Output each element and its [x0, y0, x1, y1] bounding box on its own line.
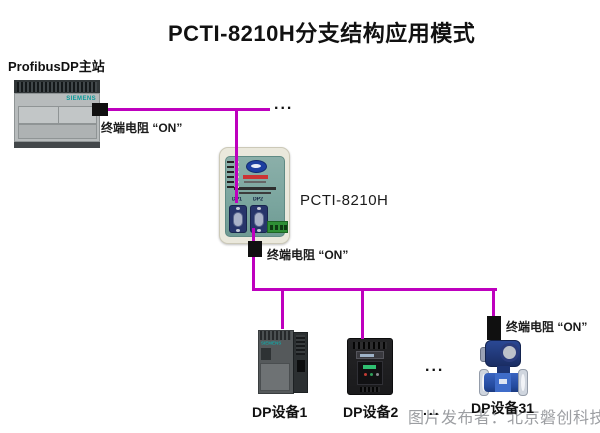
bus-drop-device2	[361, 291, 364, 339]
device31-image	[477, 338, 529, 396]
meter-terminator-label: 终端电阻 “ON”	[506, 320, 588, 334]
meter-display-dial	[500, 343, 519, 362]
device1-led-block	[261, 348, 271, 360]
device1-port	[297, 360, 305, 372]
device2-nameplate	[356, 351, 384, 359]
hub-logo-icon	[246, 160, 267, 173]
meter-neck	[497, 366, 510, 374]
device1-label: DP设备1	[252, 404, 308, 420]
plc-terminal-row2	[18, 124, 97, 139]
bus-drop-into-hub	[235, 108, 238, 203]
device1-front-door	[260, 363, 290, 391]
meter-terminator-block	[487, 316, 501, 340]
hub-db9-port-1	[229, 205, 247, 233]
plc-base	[14, 142, 100, 148]
hub-led-row	[227, 171, 239, 173]
device1-vents	[260, 331, 291, 340]
plc-terminal-row	[18, 106, 97, 124]
device2-display-panel	[357, 361, 383, 385]
hub-led-row	[227, 161, 239, 163]
master-terminator-label: 终端电阻 “ON”	[101, 121, 183, 135]
hub-led-row	[227, 166, 239, 168]
hub-terminator-label: 终端电阻 “ON”	[267, 248, 349, 262]
device1-brand-text: SIEMENS	[261, 341, 282, 347]
hub-model-text	[239, 192, 271, 194]
page-title: PCTI-8210H分支结构应用模式	[168, 21, 476, 46]
device2-label: DP设备2	[343, 404, 399, 420]
watermark-text: 图片发布者：北京磐创科技	[408, 410, 600, 427]
bus-branch-horizontal	[252, 288, 497, 291]
hub-product-text	[234, 187, 276, 190]
hub-url-text	[244, 181, 266, 183]
bus-ellipsis-labels: ...	[423, 402, 441, 418]
hub-port-dp2-label: DP2	[253, 197, 263, 203]
hub-led-row	[227, 186, 239, 188]
bus-ellipsis-devices: ...	[425, 358, 445, 375]
hub-brand-redtext	[243, 175, 268, 179]
device2-button-red	[364, 373, 367, 376]
device2-image	[347, 338, 393, 395]
hub-terminal-block	[267, 221, 288, 233]
hub-db9-port-2	[250, 205, 268, 233]
device2-button-green	[370, 373, 373, 376]
meter-flange-right	[518, 369, 528, 396]
device2-vents	[353, 342, 387, 349]
hub-image: DP1 DP2	[219, 147, 290, 244]
device2-led-digits	[363, 365, 376, 369]
hub-led-row	[227, 181, 239, 183]
device1-image: SIEMENS	[258, 328, 310, 397]
hub-terminator-block	[248, 241, 262, 257]
meter-center-band	[495, 373, 511, 392]
device31-label: DP设备31	[471, 400, 535, 416]
master-plc-image: SIEMENS	[14, 80, 100, 148]
device2-button-gray	[376, 373, 379, 376]
master-label: ProfibusDP主站	[8, 59, 105, 74]
bus-drop-device31	[492, 291, 495, 318]
hub-label: PCTI-8210H	[300, 192, 389, 209]
bus-drop-device1	[281, 291, 284, 329]
bus-drop-from-hub	[252, 228, 255, 291]
master-terminator-block	[92, 103, 108, 116]
plc-vent-panel	[14, 80, 100, 94]
hub-led-row	[227, 176, 239, 178]
bus-ellipsis-top: ...	[274, 96, 294, 113]
plc-brand-text: SIEMENS	[66, 96, 96, 102]
device2-bottom-slots	[360, 387, 380, 392]
bus-segment-master	[106, 108, 270, 111]
